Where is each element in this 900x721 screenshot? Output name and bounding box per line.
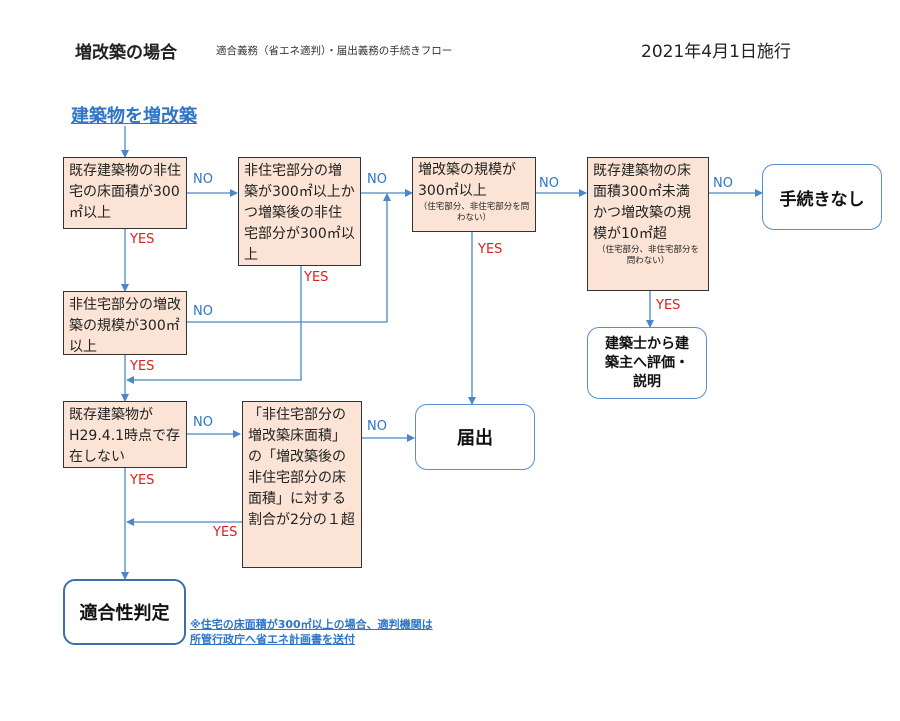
effective-date: 2021年4月1日施行 <box>641 42 791 62</box>
footnote-text: ※住宅の床面積が300㎡以上の場合、適判機関は所管行政庁へ省エネ計画書を送付 <box>190 618 433 646</box>
decision-text: 既存建築物がH29.4.1時点で存在しない <box>69 407 181 465</box>
decision-text: 「非住宅部分の増改築床面積」の「増改築後の非住宅部分の床面積」に対する割合が2分… <box>248 407 355 528</box>
page-title: 増改築の場合 <box>75 43 177 63</box>
decision-not-existing-h29: 既存建築物がH29.4.1時点で存在しない <box>63 401 187 468</box>
decision-text: 既存建築物の床面積300㎡未満かつ増改築の規模が10㎡超 <box>593 163 691 242</box>
decision-text: 非住宅部分の増築が300㎡以上かつ増築後の非住宅部分が300㎡以上 <box>244 163 355 263</box>
decision-note: （住宅部分、非住宅部分を問わない） <box>596 245 699 266</box>
label-no: NO <box>193 172 213 187</box>
decision-text: 既存建築物の非住宅の床面積が300㎡以上 <box>69 163 181 221</box>
decision-note: （住宅部分、非住宅部分を問わない） <box>418 202 530 223</box>
decision-scale-300: 増改築の規模が300㎡以上 （住宅部分、非住宅部分を問わない） <box>412 157 536 232</box>
result-architect-explanation: 建築士から建築主へ評価・説明 <box>587 327 707 399</box>
result-no-procedure: 手続きなし <box>762 164 882 230</box>
decision-under-300-over-10: 既存建築物の床面積300㎡未満かつ増改築の規模が10㎡超 （住宅部分、非住宅部分… <box>587 157 709 291</box>
arrow-b5-no <box>187 193 391 323</box>
result-text: 建築士から建築主へ評価・説明 <box>605 335 689 390</box>
page-subtitle: 適合義務（省エネ適判）・届出義務の手続きフロー <box>216 45 453 57</box>
label-yes: YES <box>304 270 329 285</box>
footnote: ※住宅の床面積が300㎡以上の場合、適判機関は所管行政庁へ省エネ計画書を送付 <box>190 617 440 647</box>
decision-ratio-over-half: 「非住宅部分の増改築床面積」の「増改築後の非住宅部分の床面積」に対する割合が2分… <box>242 401 362 568</box>
decision-existing-nonres-300: 既存建築物の非住宅の床面積が300㎡以上 <box>63 157 187 229</box>
result-conformity-judgment: 適合性判定 <box>63 579 186 645</box>
label-yes: YES <box>130 232 155 247</box>
result-text: 届出 <box>457 428 493 449</box>
result-text: 手続きなし <box>779 189 865 210</box>
label-yes: YES <box>478 242 503 257</box>
label-yes: YES <box>130 473 155 488</box>
label-no: NO <box>367 172 387 187</box>
decision-extension-300: 非住宅部分の増築が300㎡以上かつ増築後の非住宅部分が300㎡以上 <box>238 157 361 266</box>
label-yes: YES <box>213 525 238 540</box>
label-yes: YES <box>130 359 155 374</box>
decision-nonres-scale-300: 非住宅部分の増改築の規模が300㎡以上 <box>63 291 187 355</box>
flow-start-heading: 建築物を増改築 <box>71 106 197 127</box>
decision-text: 増改築の規模が300㎡以上 <box>418 162 516 199</box>
label-no: NO <box>539 176 559 191</box>
label-yes: YES <box>656 298 681 313</box>
label-no: NO <box>193 304 213 319</box>
decision-text: 非住宅部分の増改築の規模が300㎡以上 <box>69 297 181 355</box>
result-text: 適合性判定 <box>79 603 170 624</box>
label-no: NO <box>193 415 213 430</box>
label-no: NO <box>367 419 387 434</box>
result-notification: 届出 <box>415 404 535 470</box>
label-no: NO <box>713 176 733 191</box>
arrow-b2-yes <box>126 266 302 384</box>
